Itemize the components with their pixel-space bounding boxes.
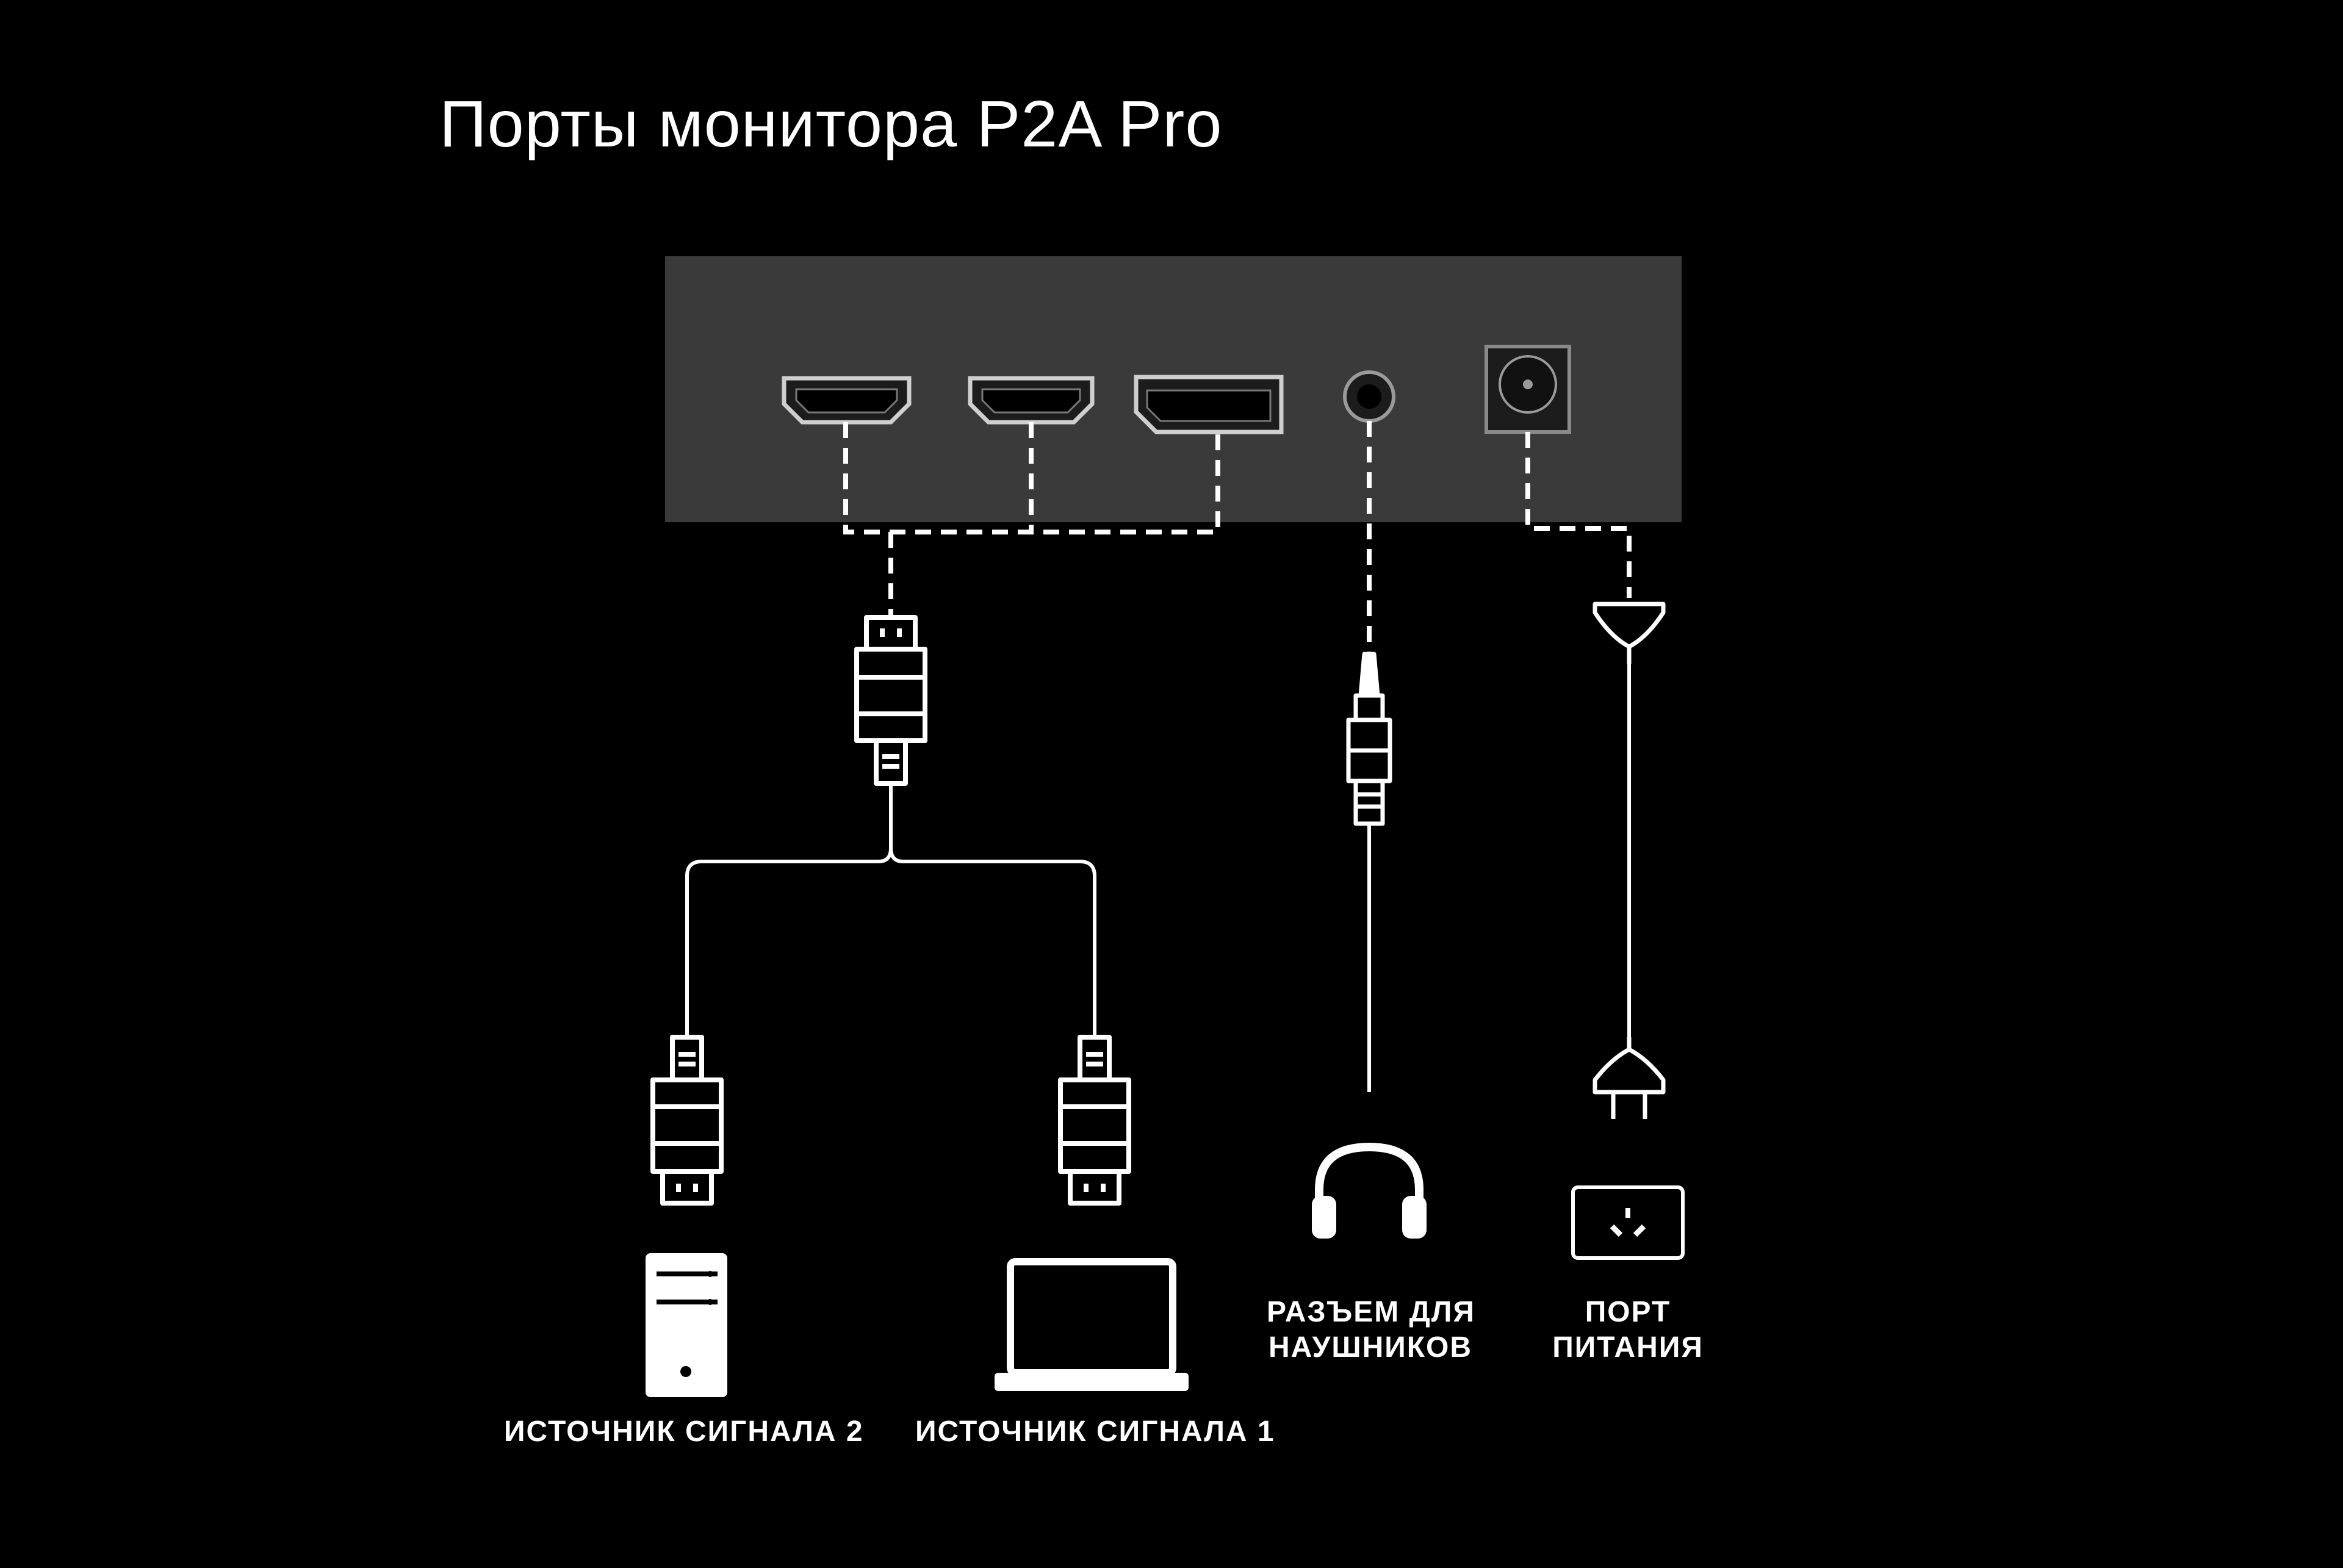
hdmi-port-2-icon [968, 376, 1095, 425]
source2-label: ИСТОЧНИК СИГНАЛА 2 [504, 1415, 864, 1448]
headphones-icon [1312, 1142, 1427, 1239]
pc-tower-icon [646, 1253, 727, 1397]
audio-jack-icon [1343, 370, 1395, 423]
audio-plug-icon [1346, 652, 1392, 1092]
power-plug-top-icon [1593, 602, 1666, 1037]
source1-label: ИСТОЧНИК СИГНАЛА 1 [915, 1415, 1275, 1448]
displayport-port-icon [1134, 375, 1284, 434]
page-title: Порты монитора P2A Pro [439, 87, 1223, 160]
dashed-connectors [843, 421, 1632, 653]
hdmi-plug-right-icon [1058, 1035, 1131, 1206]
headphones-label: РАЗЪЕМ ДЛЯ НАУШНИКОВ [1267, 1296, 1475, 1364]
power-jack-icon [1485, 345, 1571, 434]
hdmi-plug-top-icon [854, 615, 927, 786]
power-label: ПОРТ ПИТАНИЯ [1552, 1296, 1704, 1364]
hdmi-plug-left-icon [650, 1035, 724, 1206]
laptop-icon [995, 1258, 1189, 1391]
power-socket-icon [1571, 1185, 1685, 1260]
power-plug-bottom-icon [1593, 1037, 1666, 1119]
hdmi-port-1-icon [782, 376, 912, 425]
hdmi-splitter-cable [685, 783, 1096, 1037]
